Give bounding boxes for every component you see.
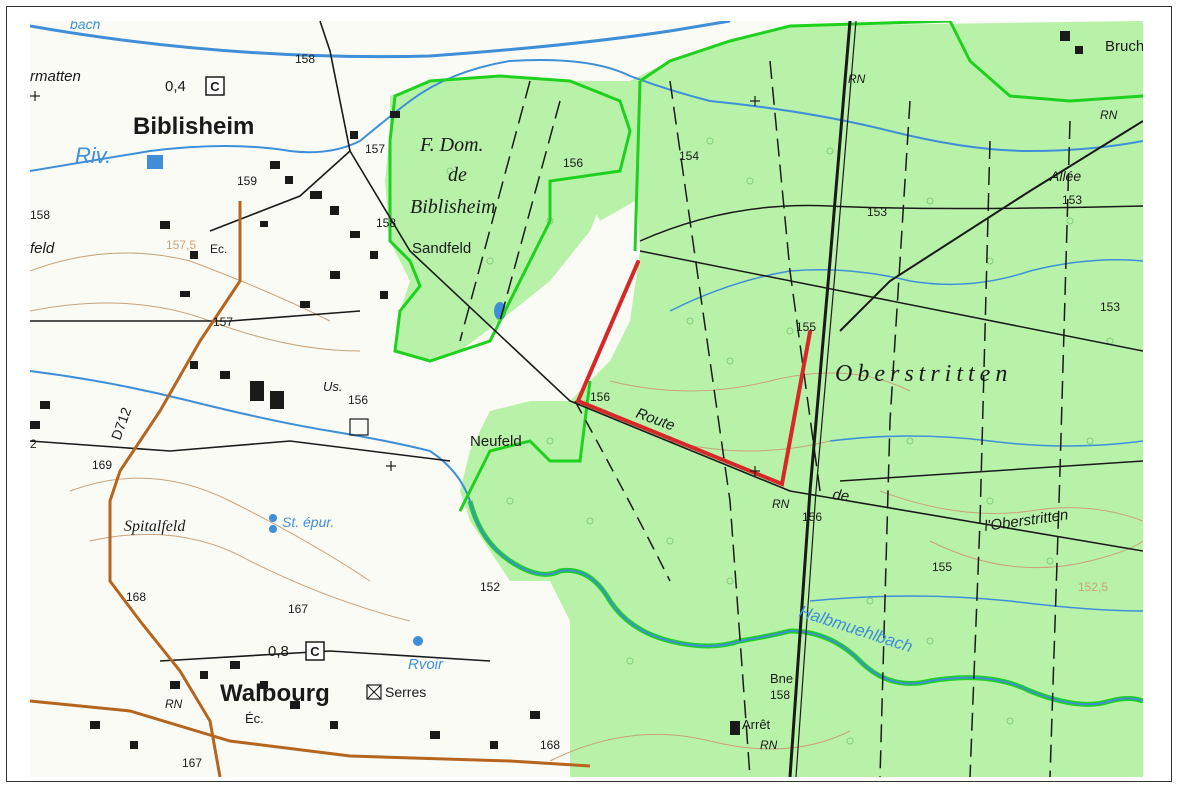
us-building-icon — [349, 418, 369, 436]
label-allee: Allée — [1049, 168, 1081, 184]
forest-biblisheim — [385, 76, 630, 361]
elev-152: 152 — [480, 580, 500, 594]
stream-west — [30, 370, 471, 502]
elev-154: 154 — [679, 149, 699, 163]
road-ne — [839, 120, 1143, 332]
elev-156-b: 156 — [348, 393, 368, 407]
elev-158-c: 158 — [376, 216, 396, 230]
label-arret: Arrêt — [742, 717, 771, 732]
elev-153-b: 153 — [1062, 193, 1082, 207]
elevation-labels: 158 157 159 158 158 156 154 153 153 153 … — [30, 52, 1120, 770]
label-f-dom: F. Dom. — [419, 134, 484, 156]
label-riv: Riv. — [75, 143, 111, 168]
elev-158-a: 158 — [295, 52, 315, 66]
river-top — [30, 21, 731, 59]
label-val-04: 0,4 — [165, 78, 186, 95]
waterways — [30, 21, 1143, 707]
elev-157-a: 157 — [365, 142, 385, 156]
elev-158-b: 158 — [30, 208, 50, 222]
c-box-icon-1 — [205, 76, 225, 96]
elev-167-b: 167 — [182, 756, 202, 770]
label-rn-4: RN — [165, 697, 183, 711]
elev-168-b: 168 — [540, 738, 560, 752]
label-spitalfeld: Spitalfeld — [124, 518, 186, 535]
elev-157-b: 157 — [213, 315, 233, 329]
label-de-route: de — [831, 486, 850, 505]
stream-middle — [669, 259, 1143, 312]
st-epur-marker — [269, 514, 277, 522]
elev-159: 159 — [237, 174, 257, 188]
label-rn-3: RN — [772, 497, 790, 511]
forest-tracks — [459, 60, 1143, 777]
map-canvas: C C Bruchm rmatten 0,4 Biblisheim Riv. F… — [30, 21, 1143, 777]
st-epur-marker-2 — [269, 525, 277, 533]
topographic-map[interactable]: C C Bruchm rmatten 0,4 Biblisheim Riv. F… — [30, 21, 1143, 777]
buildings — [30, 31, 1083, 749]
map-frame: C C Bruchm rmatten 0,4 Biblisheim Riv. F… — [6, 6, 1172, 782]
railway — [788, 21, 852, 777]
label-bach: bach — [70, 21, 101, 32]
label-sandfeld: Sandfeld — [412, 240, 471, 257]
label-st-epur: St. épur. — [282, 514, 334, 530]
elev-156-c: 156 — [590, 390, 610, 404]
label-rn-5: RN — [760, 738, 778, 752]
label-ec-1: Ec. — [210, 242, 227, 256]
river-riv — [30, 59, 1143, 172]
elev-152-5: 152,5 — [1078, 580, 1108, 594]
label-rvoir: Rvoir — [408, 656, 444, 673]
serres-icon — [366, 684, 382, 700]
elev-169: 169 — [92, 458, 112, 472]
forest-boundaries — [388, 21, 1143, 512]
label-bruchm: Bruchm — [1105, 38, 1143, 55]
c-label-1: C — [210, 79, 220, 94]
rvoir-marker — [413, 636, 423, 646]
label-feld: feld — [30, 240, 55, 257]
halbmuehlbach-stream — [469, 500, 1143, 706]
route-de-l-oberstritten — [349, 150, 1143, 552]
label-us: Us. — [323, 379, 343, 394]
label-oberstritten: Oberstritten — [835, 361, 1012, 387]
label-rn-1: RN — [848, 72, 866, 86]
elev-167-a: 167 — [288, 602, 308, 616]
c-box-icon-2 — [305, 641, 325, 661]
elev-155-a: 155 — [796, 320, 816, 334]
elev-168-a: 168 — [126, 590, 146, 604]
elev-153-c: 153 — [1100, 300, 1120, 314]
elev-153-a: 153 — [867, 205, 887, 219]
highlighted-parcel[interactable] — [575, 260, 812, 487]
label-neufeld: Neufeld — [470, 433, 522, 450]
road-d712 — [30, 201, 591, 777]
cross-markers — [30, 91, 760, 476]
label-biblisheim: Biblisheim — [133, 113, 254, 140]
label-bne: Bne — [770, 671, 793, 686]
label-rmatten: rmatten — [30, 68, 81, 85]
stream-east — [829, 435, 1143, 447]
elev-156-d: 156 — [802, 510, 822, 524]
label-ec-2: Éc. — [245, 711, 264, 726]
roads — [30, 21, 1143, 777]
forest-areas — [385, 21, 1143, 777]
label-walbourg: Walbourg — [220, 680, 330, 707]
elev-155-b: 155 — [932, 560, 952, 574]
elev-156-a: 156 — [563, 156, 583, 170]
stream-south — [809, 595, 1143, 612]
elev-157-5: 157,5 — [166, 238, 196, 252]
elev-158-d: 158 — [770, 688, 790, 702]
pond-biblisheim — [147, 155, 163, 169]
label-val-08: 0,8 — [268, 643, 289, 660]
forest-oberstritten — [460, 21, 1143, 777]
forest-strip — [570, 81, 640, 221]
forest-texture — [446, 137, 1114, 745]
c-label-2: C — [310, 644, 320, 659]
label-rn-2: RN — [1100, 108, 1118, 122]
label-de: de — [448, 164, 467, 186]
elev-2: 2 — [30, 437, 37, 451]
label-serres: Serres — [385, 684, 426, 700]
label-biblisheim-forest: Biblisheim — [410, 196, 496, 218]
